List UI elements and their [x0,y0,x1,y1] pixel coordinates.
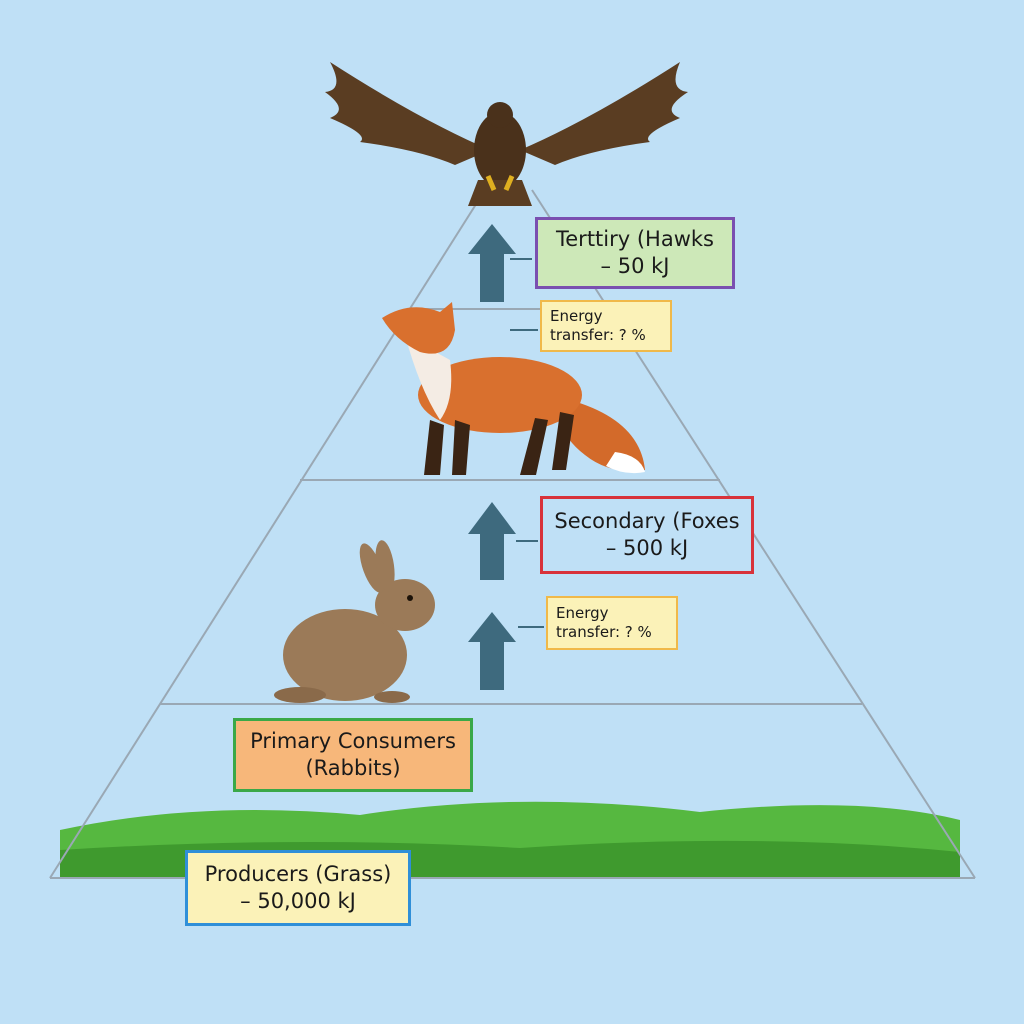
energy-bottom-line1: Energy [556,603,609,622]
energy-transfer-bottom-label: Energy transfer: ? % [546,596,678,650]
tertiary-level-label: Terttiry (Hawks – 50 kJ [535,217,735,289]
hawk-body [474,112,526,188]
rabbit-head [375,579,435,631]
rabbit-illustration [274,540,435,703]
secondary-level-label: Secondary (Foxes – 500 kJ [540,496,754,574]
hawk-left-wing [325,62,490,165]
producers-label-line2: – 50,000 kJ [240,889,356,913]
tertiary-label-line1: Terttiry (Hawks [556,226,714,251]
arrow-up-icon [468,612,516,690]
energy-top-line2: transfer: ? % [550,326,646,344]
pyramid-left-edge [49,189,486,879]
hawk-talons [485,175,515,191]
fox-tail-tip [606,452,645,474]
producers-level-label: Producers (Grass) – 50,000 kJ [185,850,411,926]
energy-transfer-top-label: Energy transfer: ? % [540,300,672,352]
energy-top-line1: Energy [550,306,603,325]
hawk-right-wing [520,62,688,165]
rabbit-body [283,609,407,701]
fox-head [382,302,455,354]
hawk-tail [468,180,532,206]
fox-illustration [382,302,645,475]
primary-label-line1: Primary Consumers [250,728,456,753]
fox-chest [405,335,452,420]
energy-arrows [468,224,516,690]
hawk-head [487,102,513,128]
fox-body [418,357,582,433]
arrow-up-icon [468,502,516,580]
energy-bottom-line2: transfer: ? % [556,623,652,641]
fox-legs [424,412,574,475]
rabbit-front-paw [374,691,410,703]
primary-level-label: Primary Consumers (Rabbits) [233,718,473,792]
hawk-illustration [325,62,688,206]
arrow-up-icon [468,224,516,302]
producers-label-line1: Producers (Grass) [204,861,392,886]
rabbit-ear [375,540,395,592]
secondary-label-line2: – 500 kJ [605,536,689,560]
fox-tail [560,400,645,471]
tertiary-label-line2: – 50 kJ [600,254,670,278]
connector-lines [510,258,544,628]
rabbit-feet [274,687,326,703]
rabbit-eye [407,595,413,601]
primary-label-line2: (Rabbits) [305,756,401,780]
rabbit-ear [359,543,385,593]
secondary-label-line1: Secondary (Foxes [554,508,740,533]
